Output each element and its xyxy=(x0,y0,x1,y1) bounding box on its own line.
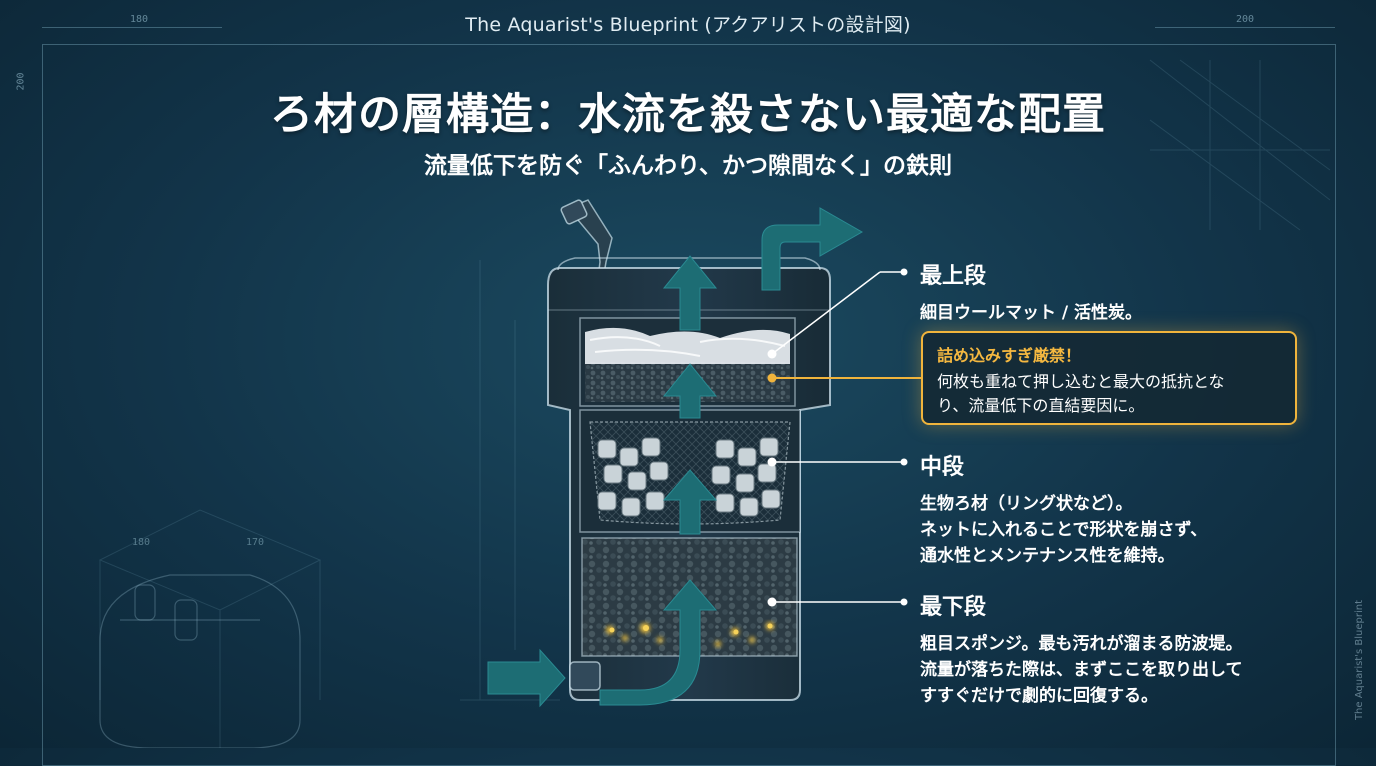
middle-rise-arrow xyxy=(662,469,718,535)
bottom-layer-body-line-2: 流量が落ちた際は、まずここを取り出して xyxy=(920,660,1243,680)
leader-lines xyxy=(771,271,904,603)
leader-dots xyxy=(767,268,908,607)
dimension-top-right: 200 xyxy=(1236,14,1255,25)
inflow-arrow xyxy=(487,648,566,708)
page-title: ろ材の層構造：水流を殺さない最適な配置 xyxy=(270,90,1106,140)
top-rise-arrow xyxy=(662,255,718,331)
blueprint-label: The Aquarist's Blueprint (アクアリストの設計図) xyxy=(465,14,911,36)
dimension-line-top-right xyxy=(1155,27,1335,28)
filter-diagram: 180 170 xyxy=(98,59,1331,748)
warning-leader-dot xyxy=(767,373,777,383)
middle-layer-body-line-2: ネットに入れることで形状を崩さず、 xyxy=(920,520,1208,540)
bottom-inlet-port xyxy=(569,661,601,691)
dimension-top-left: 180 xyxy=(130,14,149,25)
label-middle-layer: 中段 生物ろ材（リング状など）。 ネットに入れることで形状を崩さず、 通水性とメ… xyxy=(920,449,1207,569)
warning-body-line-2: り、流量低下の直結要因に。 xyxy=(937,396,1145,415)
label-bottom-layer: 最下段 粗目スポンジ。最も汚れが溜まる防波堤。 流量が落ちた際は、まずここを取り… xyxy=(920,589,1243,709)
page-subtitle: 流量低下を防ぐ「ふんわり、かつ隙間なく」の鉄則 xyxy=(423,153,953,179)
outflow-arrow xyxy=(761,207,864,291)
bottom-layer-heading: 最下段 xyxy=(920,595,987,620)
label-top-layer: 最上段 細目ウールマット / 活性炭。 xyxy=(920,258,1142,326)
middle-layer-body-line-3: 通水性とメンテナンス性を維持。 xyxy=(920,546,1175,566)
iso-dim-b: 170 xyxy=(246,537,264,548)
isometric-canister-sketch xyxy=(99,574,301,748)
top-layer-heading: 最上段 xyxy=(920,264,987,289)
dimension-line-top-left xyxy=(42,27,222,28)
warning-body-line-1: 何枚も重ねて押し込むと最大の抵抗とな xyxy=(937,372,1225,391)
iso-dim-a: 180 xyxy=(132,537,150,548)
upper-rise-arrow xyxy=(662,363,718,419)
bottom-layer-body-line-1: 粗目スポンジ。最も汚れが溜まる防波堤。 xyxy=(920,634,1243,654)
bottom-rise-arrow xyxy=(599,579,718,706)
top-layer-body: 細目ウールマット / 活性炭。 xyxy=(920,303,1143,323)
warning-title: 詰め込みすぎ厳禁！ xyxy=(937,346,1082,365)
warning-callout: 詰め込みすぎ厳禁！ 何枚も重ねて押し込むと最大の抵抗とな り、流量低下の直結要因… xyxy=(921,331,1297,425)
side-watermark: The Aquarist's Blueprint xyxy=(1354,600,1365,721)
middle-layer-body-line-1: 生物ろ材（リング状など）。 xyxy=(920,494,1133,514)
middle-layer-heading: 中段 xyxy=(920,455,965,480)
bottom-layer-body-line-3: すすぐだけで劇的に回復する。 xyxy=(920,686,1158,706)
flow-arrows xyxy=(487,207,864,708)
